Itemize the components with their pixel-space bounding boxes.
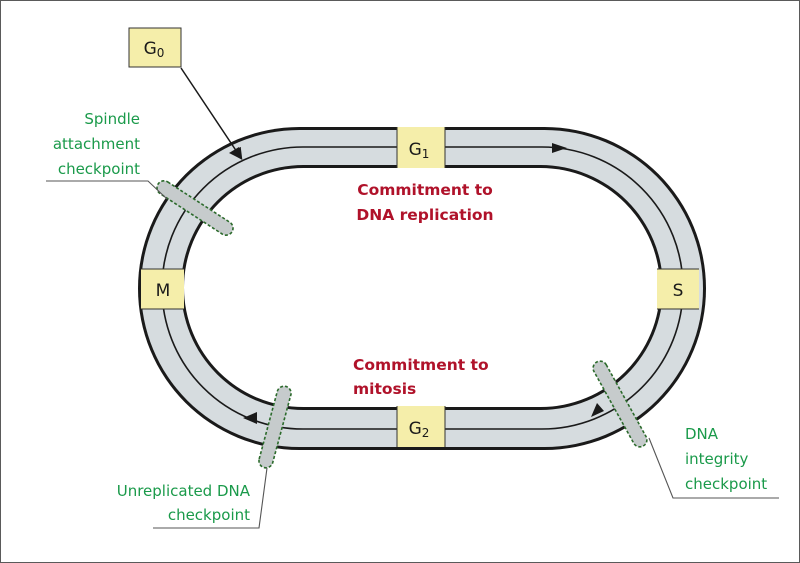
phase-s-label: S	[673, 281, 684, 301]
unreplicated-checkpoint-label: Unreplicated DNA checkpoint	[117, 482, 251, 524]
commitment-mitosis: Commitment to mitosis	[353, 356, 489, 398]
phase-g0: G0	[128, 27, 182, 68]
spindle-leader-line	[46, 180, 168, 200]
arrow-right-lower	[591, 403, 604, 417]
integrity-leader-line	[648, 437, 779, 499]
unreplicated-leader-line	[153, 467, 268, 529]
spindle-label-line1: Spindle	[84, 110, 140, 128]
phase-g1: G1	[396, 127, 446, 168]
commitment-dna-replication-line2: DNA replication	[356, 206, 493, 224]
integrity-checkpoint-label: DNA integrity checkpoint	[685, 425, 767, 493]
spindle-checkpoint-bar	[156, 180, 234, 236]
spindle-label-line2: attachment	[53, 135, 140, 153]
svg-text:G2: G2	[409, 419, 430, 440]
spindle-label-line3: checkpoint	[58, 160, 140, 178]
phase-g1-letter: G	[409, 140, 422, 160]
commitment-mitosis-line2: mitosis	[353, 380, 416, 398]
phase-m: M	[141, 268, 184, 310]
g0-entry-arrow	[180, 67, 243, 160]
arrow-bottom-left	[243, 412, 257, 424]
arrow-top-right	[552, 143, 567, 153]
phase-s: S	[657, 268, 699, 310]
svg-text:G1: G1	[409, 140, 430, 161]
unreplicated-label-line2: checkpoint	[168, 506, 250, 524]
phase-g2-letter: G	[409, 419, 422, 439]
commitment-dna-replication-line1: Commitment to	[357, 181, 493, 199]
phase-g0-sub: 0	[157, 46, 165, 60]
cycle-track	[138, 127, 706, 450]
commitment-dna-replication: Commitment to DNA replication	[356, 181, 493, 224]
unreplicated-checkpoint-bar	[258, 385, 292, 469]
phase-g0-letter: G	[144, 39, 157, 59]
integrity-label-line1: DNA	[685, 425, 719, 443]
commitment-mitosis-line1: Commitment to	[353, 356, 489, 374]
unreplicated-label-line1: Unreplicated DNA	[117, 482, 251, 500]
phase-g2: G2	[396, 406, 446, 447]
spindle-checkpoint-label: Spindle attachment checkpoint	[53, 110, 140, 178]
svg-text:G0: G0	[144, 39, 165, 60]
integrity-checkpoint-bar	[592, 360, 648, 448]
integrity-label-line3: checkpoint	[685, 475, 767, 493]
phase-m-label: M	[156, 281, 171, 301]
phase-g2-sub: 2	[422, 426, 430, 440]
integrity-label-line2: integrity	[685, 450, 749, 468]
phase-g1-sub: 1	[422, 147, 430, 161]
